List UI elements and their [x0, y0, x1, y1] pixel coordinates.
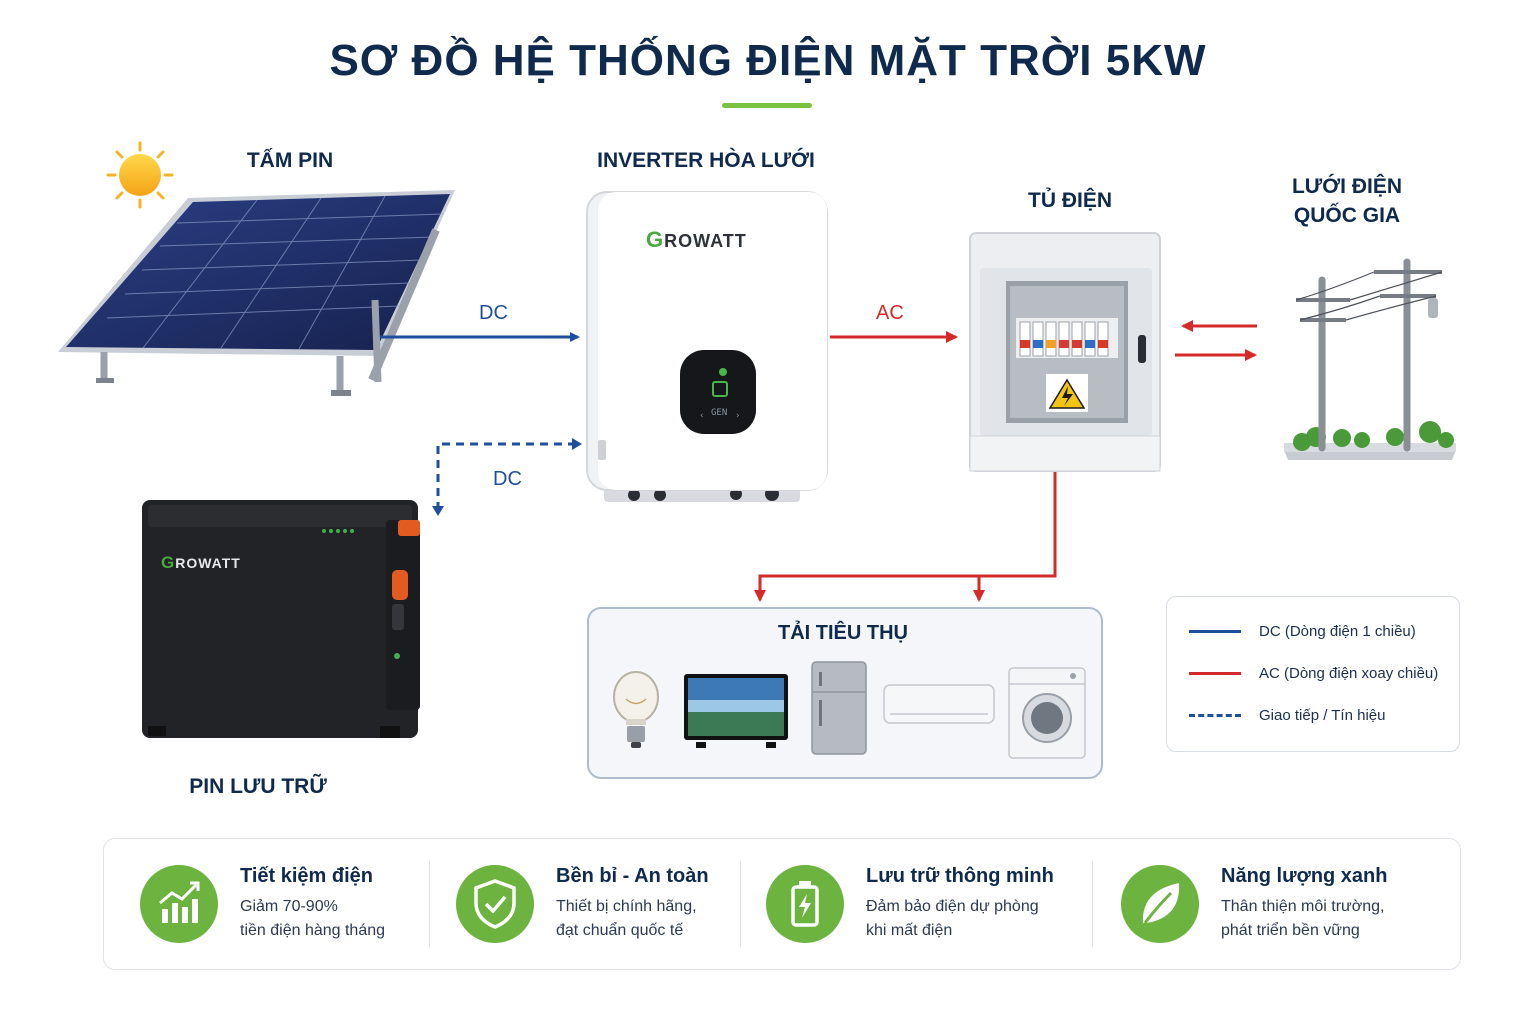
shield-check-icon	[456, 865, 534, 943]
solar-panel-image	[58, 190, 455, 396]
benefit-storage-desc: Đảm bảo điện dự phòng khi mất điện	[866, 895, 1039, 943]
loads-title: TẢI TIÊU THỤ	[587, 622, 1099, 645]
cabinet-label: TỦ ĐIỆN	[970, 186, 1170, 215]
benefit-divider	[1092, 861, 1093, 947]
sun-icon	[108, 143, 172, 207]
benefits-bar: Tiết kiệm điện Giảm 70-90% tiền điện hàn…	[103, 838, 1461, 970]
benefit-green-title: Năng lượng xanh	[1221, 865, 1387, 888]
grid-label: LƯỚI ĐIỆN QUỐC GIA	[1247, 172, 1447, 230]
legend-item-ac: AC (Dòng điện xoay chiều)	[1189, 661, 1438, 685]
battery-bolt-icon	[766, 865, 844, 943]
benefit-green-desc: Thân thiện môi trường, phát triển bền vữ…	[1221, 895, 1385, 943]
svg-text:›: ›	[736, 411, 740, 421]
dc-label-battery: DC	[493, 468, 522, 491]
dc-label-panel: DC	[479, 302, 508, 325]
benefit-storage-title: Lưu trữ thông minh	[866, 865, 1054, 888]
battery-label: PIN LƯU TRỮ	[158, 772, 358, 801]
ac-cabinet-to-loads-line	[760, 472, 1055, 600]
benefit-durable-desc: Thiết bị chính hãng, đạt chuẩn quốc tế	[556, 895, 697, 943]
leaf-icon	[1121, 865, 1199, 943]
benefit-saving-title: Tiết kiệm điện	[240, 865, 373, 888]
legend: DC (Dòng điện 1 chiều) AC (Dòng điện xoa…	[1166, 596, 1460, 752]
chart-growth-icon	[140, 865, 218, 943]
solar-panel-label: TẤM PIN	[190, 146, 390, 175]
grid-pole-image	[1284, 262, 1456, 460]
legend-swatch-dc	[1189, 630, 1241, 633]
inverter-label: INVERTER HÒA LƯỚI	[566, 146, 846, 175]
svg-text:‹: ‹	[700, 411, 704, 421]
inverter-display-text: GEN	[711, 408, 727, 418]
legend-item-dc: DC (Dòng điện 1 chiều)	[1189, 619, 1416, 643]
inverter-brand-logo: GROWATT	[646, 227, 747, 253]
benefit-durable-title: Bền bỉ - An toàn	[556, 865, 709, 888]
ac-label-inverter: AC	[876, 302, 904, 325]
benefit-divider	[740, 861, 741, 947]
benefit-saving: Tiết kiệm điện Giảm 70-90% tiền điện hàn…	[140, 839, 430, 969]
legend-swatch-signal	[1189, 714, 1241, 717]
legend-item-signal: Giao tiếp / Tín hiệu	[1189, 703, 1385, 727]
battery-image	[142, 500, 420, 738]
battery-brand-logo: GROWATT	[161, 553, 241, 573]
legend-swatch-ac	[1189, 672, 1241, 675]
benefit-divider	[429, 861, 430, 947]
benefit-green: Năng lượng xanh Thân thiện môi trường, p…	[1121, 839, 1441, 969]
benefit-saving-desc: Giảm 70-90% tiền điện hàng tháng	[240, 895, 385, 943]
benefit-durable: Bền bỉ - An toàn Thiết bị chính hãng, đạ…	[456, 839, 746, 969]
cabinet-image	[970, 233, 1160, 471]
benefit-storage: Lưu trữ thông minh Đảm bảo điện dự phòng…	[766, 839, 1076, 969]
